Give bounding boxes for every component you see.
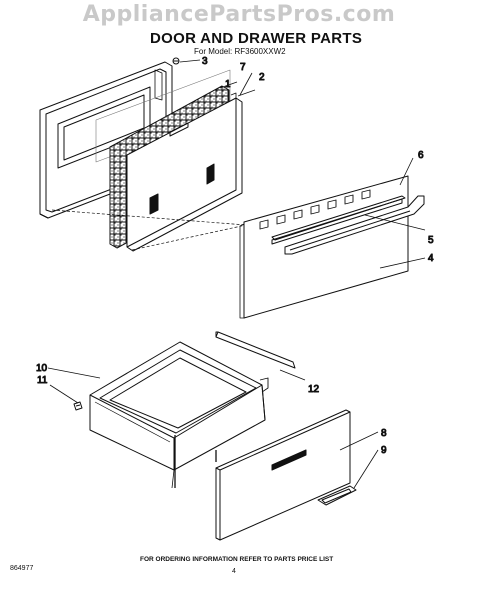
page-title: DOOR AND DRAWER PARTS — [150, 30, 363, 47]
callout-11: 11 — [37, 375, 48, 386]
diagram-code: 864977 — [10, 565, 34, 572]
door-hinge-lines — [51, 209, 247, 251]
callout-4: 4 — [428, 253, 434, 264]
callout-1: 1 — [225, 79, 231, 90]
ordering-note: FOR ORDERING INFORMATION REFER TO PARTS … — [140, 556, 334, 563]
model-number: For Model: RF3600XXW2 — [194, 47, 286, 56]
callout-leaders — [47, 59, 426, 489]
door-inner-panel — [126, 92, 243, 252]
callout-5: 5 — [428, 235, 434, 246]
drawer-rail — [215, 331, 296, 369]
drawer-handle — [317, 485, 357, 506]
page-number: 4 — [232, 568, 236, 575]
drawer-body — [89, 341, 269, 489]
callout-9: 9 — [381, 445, 387, 456]
callout-12: 12 — [308, 384, 320, 395]
callout-3: 3 — [202, 56, 208, 67]
callout-7: 7 — [240, 62, 246, 73]
door-handle — [284, 195, 425, 255]
callout-8: 8 — [381, 428, 387, 439]
watermark: AppliancePartsPros.com — [82, 2, 396, 27]
callout-6: 6 — [418, 150, 424, 161]
screw — [172, 57, 180, 65]
drawer-clip — [73, 401, 83, 411]
handle-trim — [271, 195, 406, 245]
callout-2: 2 — [259, 72, 265, 83]
callout-10: 10 — [36, 363, 48, 374]
drawer-front-panel — [215, 409, 351, 541]
outer-door-panel — [239, 175, 409, 319]
